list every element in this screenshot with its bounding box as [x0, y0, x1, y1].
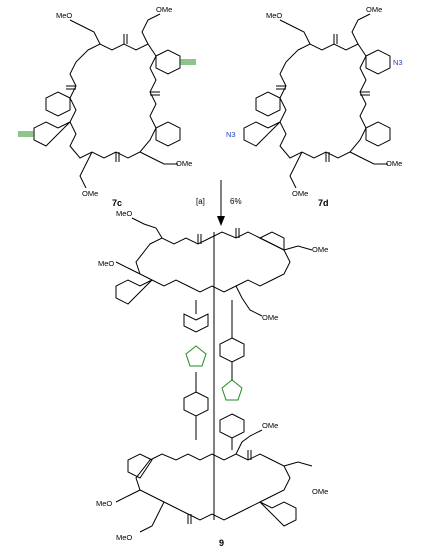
compound-label-7c: 7c — [112, 198, 122, 208]
label-meo-9-bottom: MeO — [96, 499, 112, 508]
reaction-condition: [a] — [196, 197, 205, 206]
product-9-linkers — [183, 232, 245, 520]
label-ome-9-lower: OMe — [262, 421, 278, 430]
label-ome-7c-top: OMe — [156, 5, 172, 14]
compound-label-7d: 7d — [318, 198, 329, 208]
label-ome-9-upper: OMe — [262, 313, 278, 322]
label-azide-7d-left: N3 — [226, 130, 236, 139]
label-ome-7d-bottom-right: OMe — [386, 159, 402, 168]
reaction-yield: 6% — [230, 197, 242, 206]
label-meo-9-top: MeO — [116, 209, 132, 218]
compound-label-9: 9 — [219, 538, 224, 548]
label-meo-9-bottom-2: MeO — [116, 533, 132, 542]
label-ome-9-bottom-right: OMe — [312, 487, 328, 496]
label-ome-7c-bottom-right: OMe — [176, 159, 192, 168]
label-meo-7d-top: MeO — [266, 11, 282, 20]
macrocycle-7d — [243, 13, 391, 189]
label-ome-7d-bottom: OMe — [292, 189, 308, 198]
label-ome-7d-top: OMe — [366, 5, 382, 14]
label-ome-7c-bottom: OMe — [82, 189, 98, 198]
label-meo-9-mid: MeO — [98, 259, 114, 268]
label-ome-9-top-right: OMe — [312, 245, 328, 254]
label-meo-7c-top: MeO — [56, 11, 72, 20]
product-9-bottom-ring — [115, 429, 313, 533]
macrocycle-7c — [18, 13, 196, 189]
label-azide-7d-right: N3 — [393, 58, 403, 67]
product-9-top-ring — [115, 217, 313, 317]
reaction-arrow — [217, 180, 225, 226]
